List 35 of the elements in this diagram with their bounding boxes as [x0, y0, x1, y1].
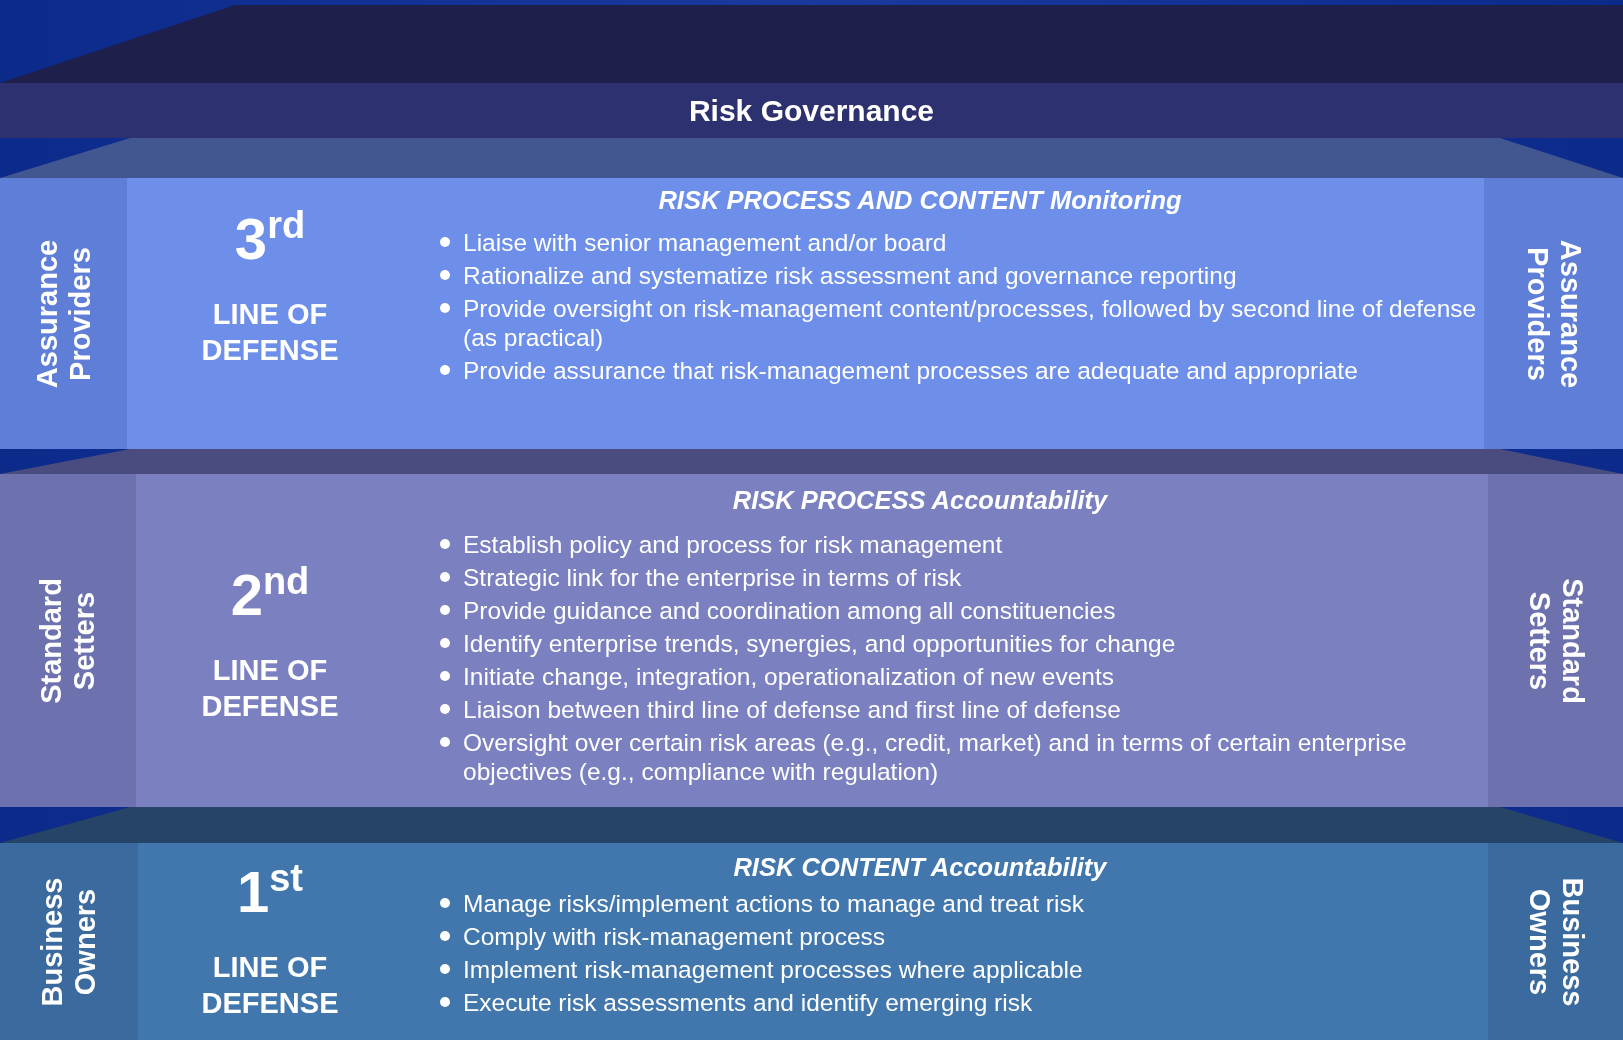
bullet-item: Provide assurance that risk-management processes are adequate and appropriate [440, 356, 1480, 385]
side-label: Assurance Providers [1520, 238, 1587, 390]
bullet-item: Initiate change, integration, operationalization of new events [440, 662, 1480, 691]
side-label: Standard Setters [34, 576, 101, 706]
band-heading: RISK PROCESS AND CONTENT Monitoring [657, 186, 1183, 215]
defense-band [0, 843, 1623, 1040]
band-title: Risk Governance [688, 93, 935, 128]
bullet-item: Provide guidance and coordination among all constituencies [440, 596, 1480, 625]
bullet-item: Rationalize and systematize risk assessment and governance reporting [440, 261, 1480, 290]
band-heading: RISK CONTENT Accountability [732, 853, 1109, 882]
line-number: 2$^{nd}$ [229, 566, 311, 624]
line-label: LINE OF DEFENSE [200, 297, 340, 369]
defense-band [0, 474, 1623, 807]
line-number: 3$^{rd}$ [233, 210, 307, 268]
bullet-item: Oversight over certain risk areas (e.g., credit, market) and in terms of certain enterprise objectives (e.g., compliance with regulation) [440, 728, 1480, 786]
bullet-item: Identify enterprise trends, synergies, and opportunities for change [440, 629, 1480, 658]
bullet-item: Establish policy and process for risk management [440, 530, 1480, 559]
side-label: Standard Setters [1522, 576, 1589, 706]
defense-band [0, 178, 1623, 449]
title-band [0, 83, 1623, 138]
bullet-item: Implement risk-management processes where applicable [440, 955, 1480, 984]
band-heading: RISK PROCESS Accountability [731, 486, 1109, 515]
bullet-item: Strategic link for the enterprise in terms of risk [440, 563, 1480, 592]
bullet-item: Provide oversight on risk-management content/processes, followed by second line of defense (as practical) [440, 294, 1480, 352]
bullet-item: Manage risks/implement actions to manage and treat risk [440, 889, 1480, 918]
side-label: Business Owners [1522, 876, 1589, 1008]
side-label: Business Owners [35, 876, 102, 1008]
line-label: LINE OF DEFENSE [200, 950, 340, 1022]
side-label: Assurance Providers [30, 238, 97, 390]
bullet-item: Comply with risk-management process [440, 922, 1480, 951]
bullet-item: Liaison between third line of defense and first line of defense [440, 695, 1480, 724]
bullet-item: Execute risk assessments and identify emerging risk [440, 988, 1480, 1017]
line-label: LINE OF DEFENSE [200, 653, 340, 725]
bullet-item: Liaise with senior management and/or board [440, 228, 1480, 257]
line-number: 1$^{st}$ [235, 863, 305, 921]
